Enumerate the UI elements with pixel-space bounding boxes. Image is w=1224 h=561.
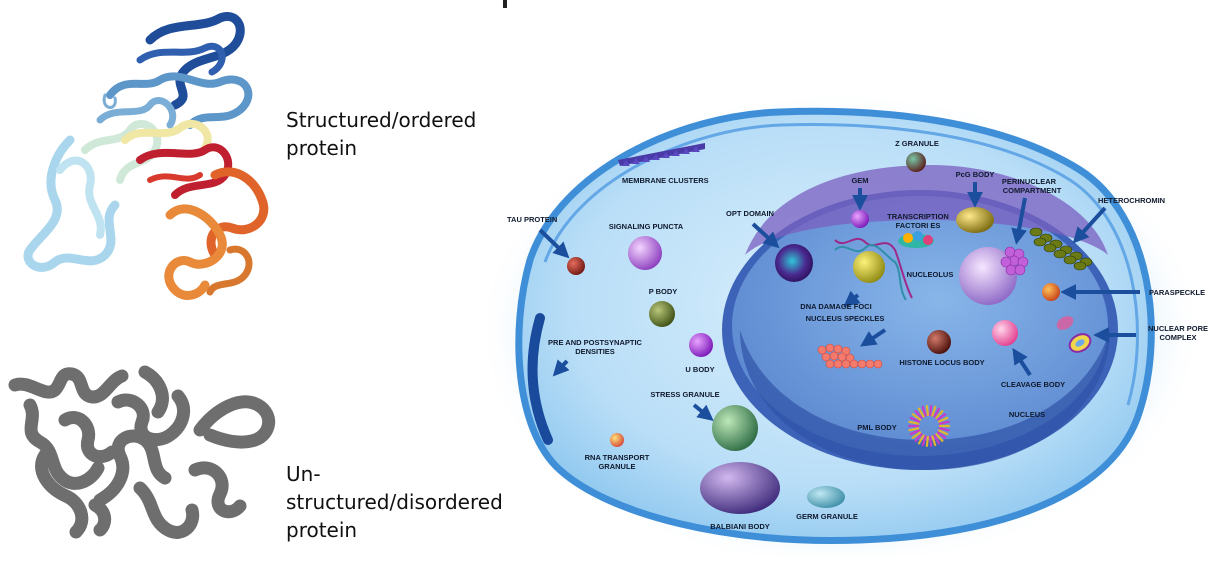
perinuclear-label-line2: COMPARTMENT [1003,186,1062,195]
heterochromin-shape [1029,227,1093,271]
synaptic-densities-band [527,313,553,445]
gem-label: GEM [851,176,868,185]
cleavage-body-shape [992,320,1018,346]
dna-damage-foci-shape [853,251,885,283]
dna-helix-shape [834,237,913,301]
structured-protein-image [23,12,269,300]
unstructured-protein-caption: Un-structured/disordered protein [286,462,503,542]
histone-locus-body-label: HISTONE LOCUS BODY [899,358,984,367]
opt-domain-shape [775,244,813,282]
pcg-body-label: PcG BODY [956,170,995,179]
nucleolus-label: NUCLEOLUS [907,270,954,279]
top-fragment [503,0,507,8]
tau-protein-shape [567,257,585,275]
balbiani-body-shape [700,462,780,514]
perinuclear-label-line1: PERINUCLEAR [1002,177,1057,186]
nucleus-upper-rim [745,165,1108,255]
membrane-clusters [618,143,705,166]
paraspeckle-label: PARASPECKLE [1149,288,1205,297]
histone-locus-body-shape [927,330,951,354]
stress-granule-label: STRESS GRANULE [650,390,719,399]
nuclear-pore-complex-shape [1056,316,1092,353]
membrane-inner-highlight [543,123,1139,406]
z-granule-shape [906,152,926,172]
z-granule-label: Z GRANULE [895,139,939,148]
dna-damage-foci-label: DNA DAMAGE FOCI [800,302,871,311]
gem-shape [851,210,869,228]
germ-granule-shape [807,486,845,508]
u-body-label: U BODY [685,365,714,374]
cell-illustration: Z GRANULE MEMBRANE CLUSTERS GEM PcG BODY… [475,90,1208,561]
signaling-puncta-shape [628,236,662,270]
heterochromin-label: HETEROCHROMIN [1098,196,1165,205]
u-body-shape [689,333,713,357]
transcription-factories-label-line2: FACTORI ES [896,221,941,230]
p-body-label: P BODY [649,287,678,296]
stress-granule-shape [712,405,758,451]
p-body-shape [649,301,675,327]
pml-body-shape [907,405,951,447]
disordered-protein-image [8,365,275,539]
nucleus-lower-rim [740,330,1110,470]
synaptic-densities-label-line1: PRE AND POSTSYNAPTIC [548,338,642,347]
balbiani-body-label: BALBIANI BODY [710,522,770,531]
transcription-factories-shape [898,231,934,248]
membrane-clusters-label: MEMBRANE CLUSTERS [622,176,709,185]
nuclear-pore-complex-label-line2: COMPLEX [1159,333,1196,342]
nucleus-label: NUCLEUS [1009,410,1045,419]
perinuclear-compartment-shape [1000,246,1029,276]
rna-transport-granule-label-line2: GRANULE [598,462,635,471]
pointer-arrows [538,182,1140,422]
cleavage-body-label: CLEAVAGE BODY [1001,380,1065,389]
paraspeckle-shape [1042,283,1060,301]
pml-body-label: PML BODY [857,423,896,432]
rna-transport-granule-shape [610,433,624,447]
nucleus-speckles-shape [817,343,883,369]
opt-domain-label: OPT DOMAIN [726,209,774,218]
tau-protein-label: TAU PROTEIN [507,215,557,224]
transcription-factories-label-line1: TRANSCRIPTION [887,212,949,221]
pcg-body-shape [956,207,994,233]
rna-transport-granule-label-line1: RNA TRANSPORT [585,453,650,462]
signaling-puncta-label: SIGNALING PUNCTA [609,222,684,231]
germ-granule-label: GERM GRANULE [796,512,858,521]
nucleus-speckles-label: NUCLEUS SPECKLES [806,314,885,323]
synaptic-densities-label-line2: DENSITIES [575,347,615,356]
structured-protein-caption: Structured/ordered protein [286,108,477,160]
nuclear-pore-complex-label-line1: NUCLEAR PORE [1148,324,1208,333]
